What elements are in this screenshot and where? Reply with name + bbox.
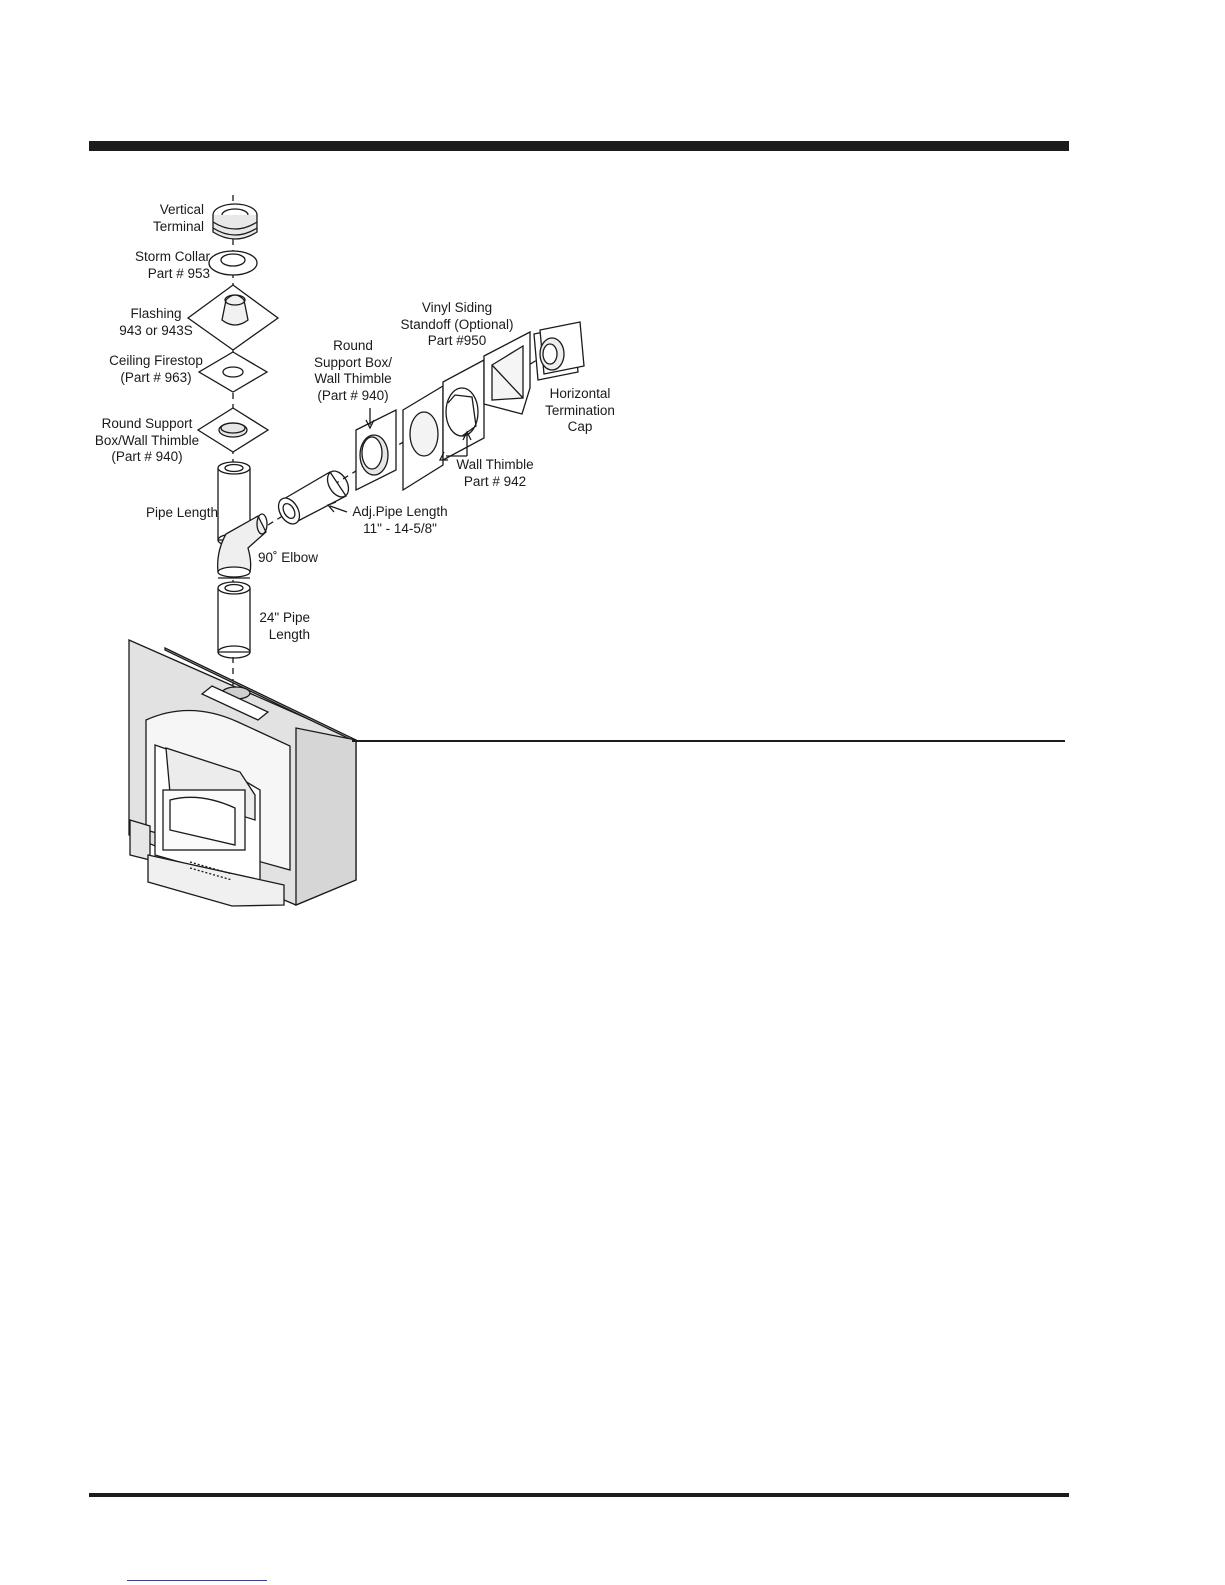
label-pipe-24: 24" Pipe Length bbox=[259, 610, 310, 642]
round-support-box-right-part bbox=[355, 408, 397, 492]
pointer-arrows bbox=[326, 408, 472, 513]
label-round-support-right: Round Support Box/ Wall Thimble (Part # … bbox=[313, 338, 393, 403]
footer-link-underline[interactable] bbox=[127, 1580, 267, 1581]
footer-rule bbox=[89, 1493, 1069, 1497]
elbow-part bbox=[217, 513, 268, 579]
vinyl-siding-standoff-part bbox=[483, 330, 531, 415]
pipe-24-part bbox=[217, 581, 251, 659]
label-pipe-length: Pipe Length bbox=[145, 505, 218, 520]
label-ceiling-firestop: Ceiling Firestop (Part # 963) bbox=[109, 353, 203, 385]
storm-collar-part bbox=[208, 250, 258, 276]
horizontal-cap-part bbox=[533, 321, 585, 381]
flashing-part bbox=[186, 284, 280, 351]
label-round-support-left: Round Support Box/Wall Thimble (Part # 9… bbox=[94, 416, 200, 464]
label-storm-collar: Storm Collar Part # 953 bbox=[134, 249, 210, 281]
label-elbow: 90˚ Elbow bbox=[258, 550, 319, 565]
label-wall-thimble: Wall Thimble Part # 942 bbox=[456, 457, 534, 489]
adj-pipe-part bbox=[277, 470, 350, 525]
header-rule bbox=[89, 141, 1069, 151]
fireplace-insert-illustration bbox=[128, 639, 357, 907]
label-adj-pipe: Adj.Pipe Length 11" - 14-5/8" bbox=[352, 504, 448, 536]
vertical-terminal-part bbox=[212, 203, 258, 240]
ceiling-firestop-part bbox=[197, 351, 269, 393]
section-rule bbox=[352, 740, 1065, 742]
label-vinyl-siding: Vinyl Siding Standoff (Optional) Part #9… bbox=[400, 300, 514, 348]
label-vertical-terminal: Vertical Terminal bbox=[152, 202, 204, 234]
label-horizontal-cap: Horizontal Termination Cap bbox=[545, 386, 615, 434]
round-support-box-left-part bbox=[196, 407, 270, 453]
wall-thimble-part bbox=[402, 358, 485, 492]
label-flashing: Flashing 943 or 943S bbox=[119, 306, 193, 338]
